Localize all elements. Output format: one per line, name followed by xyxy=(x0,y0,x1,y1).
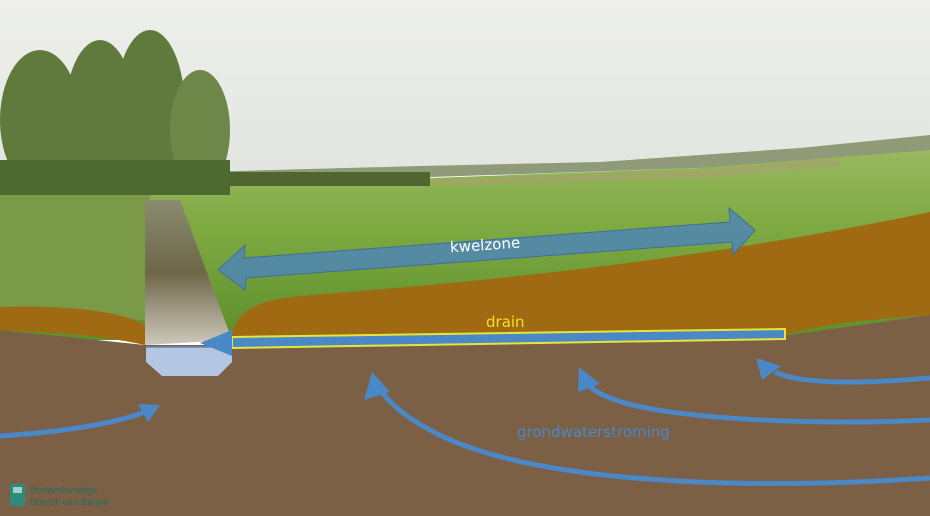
flow-arrow-deep xyxy=(375,384,930,486)
groundwater-flow-label: grondwaterstroming xyxy=(517,423,670,441)
top-soil-right xyxy=(232,212,930,345)
logo-text-2: Dienst van België xyxy=(30,498,110,508)
logo-text-1: Bodemkundige xyxy=(30,486,98,496)
arrowhead-right xyxy=(756,358,781,380)
flow-arrow-right xyxy=(773,369,930,385)
drain-outflow-arrowhead xyxy=(200,330,232,356)
flow-arrowheads xyxy=(138,358,781,422)
trees xyxy=(0,30,430,195)
flow-arrow-middle xyxy=(581,378,930,425)
ditch-water-section xyxy=(146,347,232,376)
subsoil xyxy=(0,315,930,516)
logo: Bodemkundige Dienst van België xyxy=(10,484,110,508)
top-soil-left xyxy=(0,306,145,345)
arrowhead-middle xyxy=(578,367,600,392)
ditch xyxy=(145,200,232,345)
far-field-brown xyxy=(430,158,840,186)
groundwater-flow-arrows xyxy=(0,369,930,486)
arrowhead-left xyxy=(138,404,160,422)
arrowhead-deep xyxy=(364,372,390,400)
drain-label: drain xyxy=(486,313,525,331)
kwelzone-double-arrow xyxy=(217,206,756,291)
flow-arrow-left xyxy=(0,409,146,439)
left-bank-grass xyxy=(0,195,150,320)
